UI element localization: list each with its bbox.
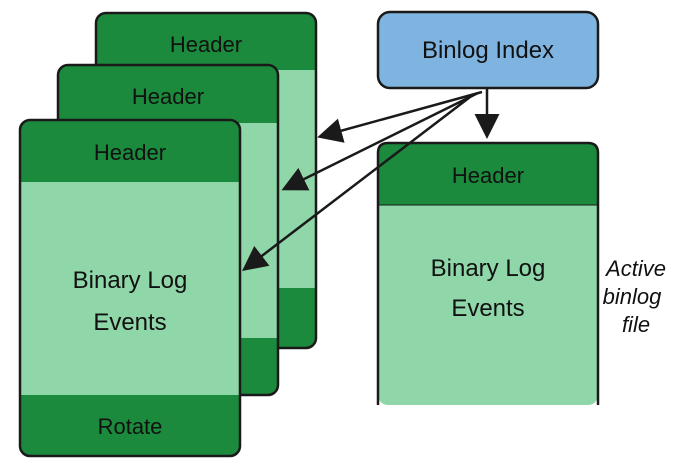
annotation-line2: binlog <box>603 284 662 309</box>
front-events-label-line2: Events <box>93 309 166 336</box>
active-events-label-line2: Events <box>451 295 524 322</box>
arrow-to-back-file <box>317 90 483 143</box>
back-header-label: Header <box>170 32 242 57</box>
rotate-label: Rotate <box>98 414 163 439</box>
middle-header-label: Header <box>132 84 204 109</box>
binlog-file-front <box>20 120 240 456</box>
arrow-to-middle-file <box>281 91 479 191</box>
active-binlog-file <box>378 143 598 405</box>
front-events-label-line1: Binary Log <box>73 267 188 294</box>
active-events-label-line1: Binary Log <box>431 255 546 282</box>
binlog-index-label: Binlog Index <box>422 37 554 64</box>
active-header-label: Header <box>452 163 524 188</box>
arrow-to-front-file <box>242 93 475 272</box>
front-header-label: Header <box>94 140 166 165</box>
annotation-line3: file <box>622 312 650 337</box>
annotation-line1: Active <box>604 256 666 281</box>
